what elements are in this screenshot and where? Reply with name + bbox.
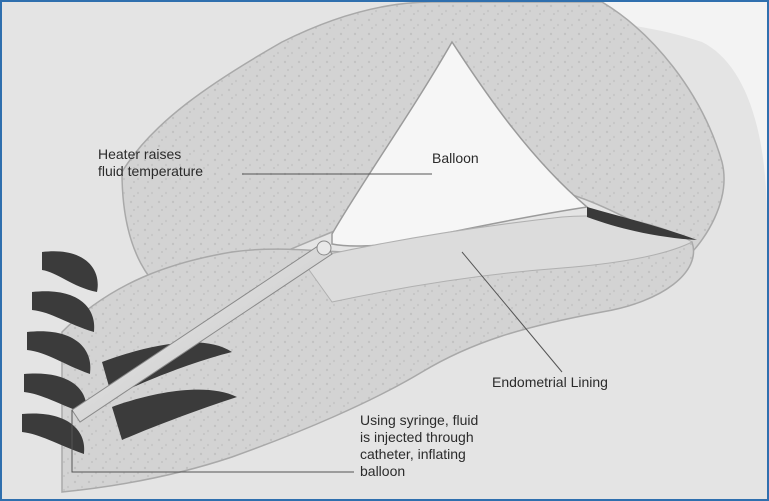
- heater-label: Heater raises fluid temperature: [98, 146, 203, 180]
- catheter-tip: [317, 241, 331, 255]
- syringe-label: Using syringe, fluid is injected through…: [360, 412, 478, 480]
- endometrial-lining-label: Endometrial Lining: [492, 374, 608, 391]
- balloon-label: Balloon: [432, 150, 479, 167]
